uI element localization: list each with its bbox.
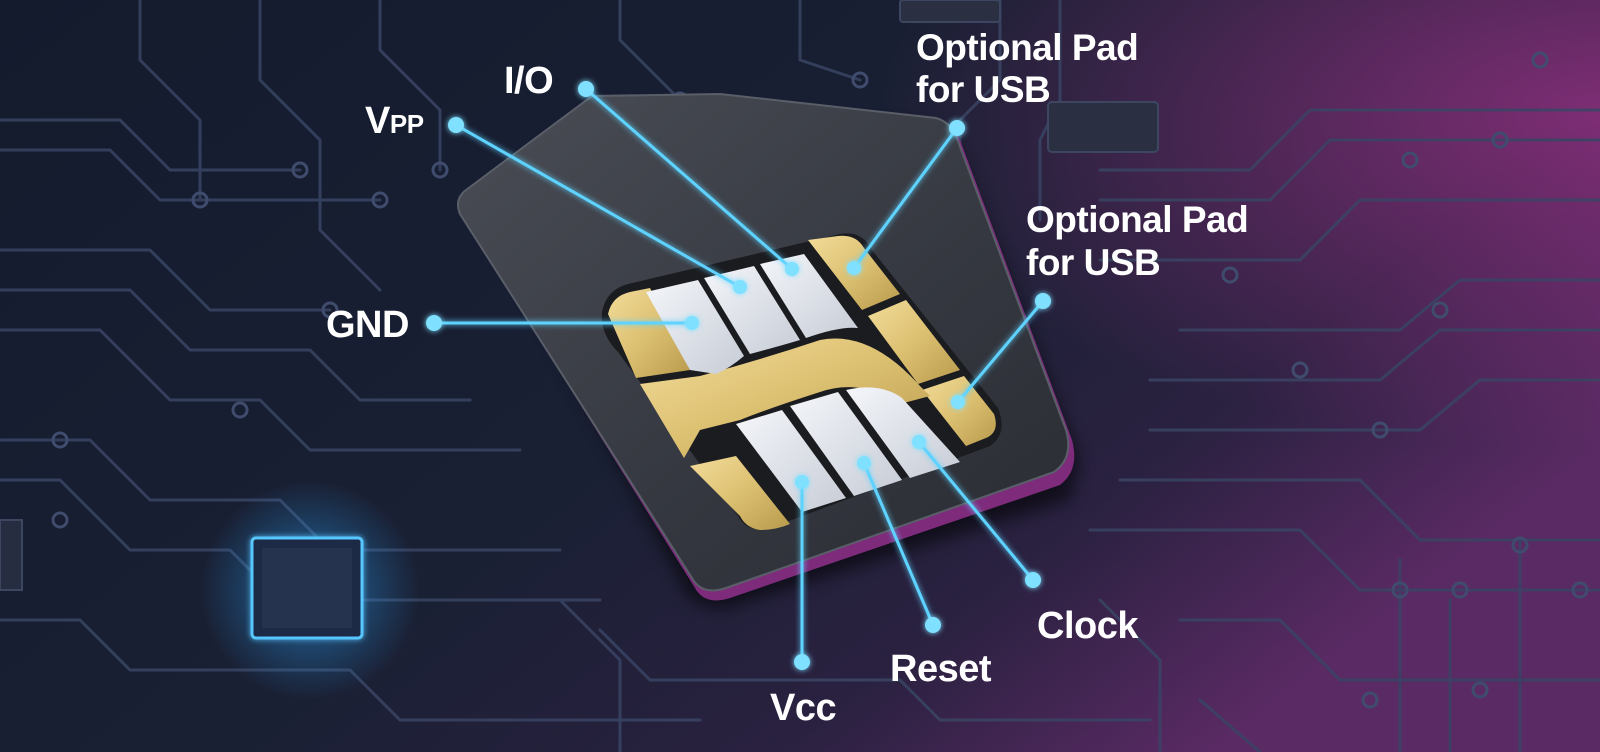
callout-line-vpp bbox=[455, 123, 741, 289]
callout-dots bbox=[426, 81, 1051, 670]
component-chip-top bbox=[1047, 101, 1159, 153]
callout-dot-vcc-label bbox=[794, 654, 810, 670]
callout-dot-reset-pad bbox=[857, 456, 871, 470]
label-io: I/O bbox=[504, 60, 553, 102]
callout-dot-usb-top-pad bbox=[847, 261, 861, 275]
label-vpp: VPP bbox=[365, 100, 424, 142]
glowing-chip bbox=[200, 480, 420, 700]
callout-dot-clock-pad bbox=[912, 435, 926, 449]
label-usb-top-line1: Optional Pad bbox=[916, 27, 1138, 68]
label-gnd: GND bbox=[326, 304, 409, 346]
callout-dot-gnd-pad bbox=[685, 316, 699, 330]
callout-lines bbox=[434, 87, 1045, 662]
label-reset: Reset bbox=[890, 648, 992, 690]
callout-dot-vpp-label bbox=[448, 117, 464, 133]
callout-dot-reset-label bbox=[925, 617, 941, 633]
chip-pad-silver-reset bbox=[790, 392, 902, 496]
chip-pad-silver-vcc bbox=[736, 410, 846, 512]
chip-pad-gold-right bbox=[868, 300, 960, 384]
callout-line-usb-top bbox=[852, 127, 959, 269]
callout-line-clock bbox=[917, 441, 1035, 581]
callout-dot-clock-label bbox=[1025, 572, 1041, 588]
edge-component-left bbox=[0, 519, 23, 591]
chip-pad-gold-bottom-left bbox=[690, 456, 790, 530]
callout-line-reset bbox=[862, 462, 935, 626]
callout-dot-vcc-pad bbox=[795, 475, 809, 489]
chip-pad-gold-center bbox=[640, 338, 930, 458]
label-clock: Clock bbox=[1037, 605, 1139, 647]
callout-line-usb-right bbox=[956, 300, 1045, 403]
chip-pad-gold-bottom-right bbox=[922, 376, 996, 446]
callout-dot-gnd-label bbox=[426, 315, 442, 331]
callout-line-io bbox=[585, 87, 793, 271]
callout-dot-vpp-pad bbox=[733, 280, 747, 294]
callout-dot-io-label bbox=[578, 81, 594, 97]
label-vpp-subscript: PP bbox=[390, 109, 424, 139]
callout-dot-io-pad bbox=[785, 262, 799, 276]
callout-dot-usb-right-pad bbox=[951, 395, 965, 409]
label-usb-right-line1: Optional Pad bbox=[1026, 199, 1248, 240]
label-vpp-main: V bbox=[365, 100, 391, 142]
label-usb-top-line2: for USB bbox=[916, 69, 1050, 110]
label-usb-right-line2: for USB bbox=[1026, 242, 1160, 283]
chip-pad-silver-vpp bbox=[704, 266, 800, 354]
pin-labels: VPP I/O Optional Pad for USB GND Optiona… bbox=[326, 27, 1249, 729]
chip-pad-silver-io bbox=[760, 254, 858, 338]
sim-chip bbox=[601, 233, 1002, 530]
chip-pad-gold-top-left bbox=[608, 288, 690, 378]
callout-dot-usb-right-label bbox=[1035, 293, 1051, 309]
callout-dot-usb-top-label bbox=[949, 120, 965, 136]
component-chip-edge bbox=[899, 0, 1001, 23]
label-vcc: Vcc bbox=[770, 687, 836, 729]
